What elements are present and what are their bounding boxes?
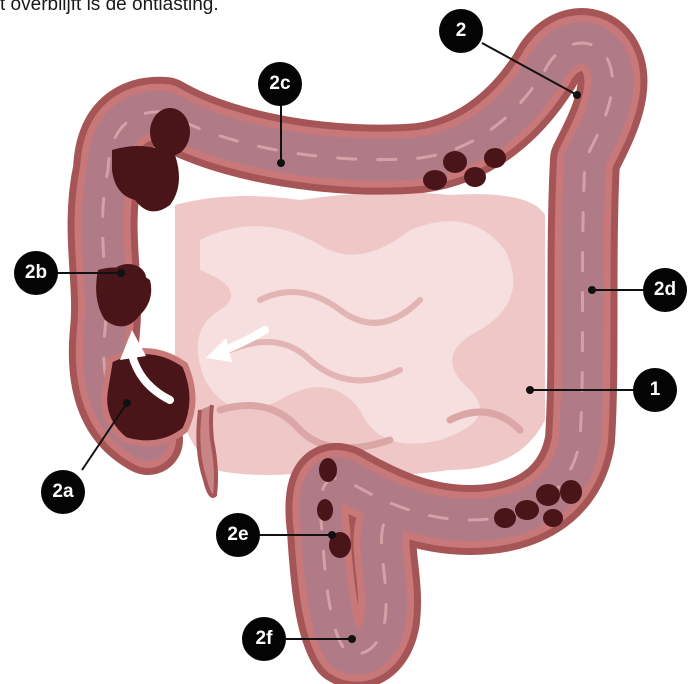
small-intestine [175,192,545,475]
label-2a: 2a [41,470,85,514]
label-1: 1 [633,368,677,412]
label-2c: 2c [258,62,302,106]
label-2d: 2d [643,268,687,312]
label-2e: 2e [216,513,260,557]
label-2b: 2b [14,251,58,295]
label-2f: 2f [242,617,286,661]
label-2: 2 [439,9,483,53]
